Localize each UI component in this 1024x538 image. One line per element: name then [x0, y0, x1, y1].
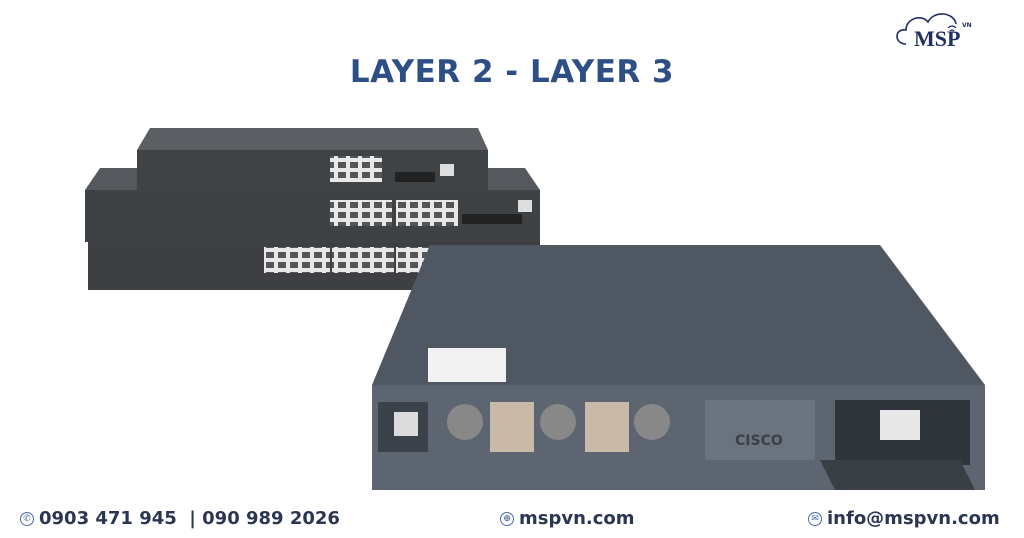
cisco-switch-rear: CISCO	[372, 245, 985, 490]
cloud-icon	[896, 13, 957, 45]
cisco-brand-text: CISCO	[735, 433, 783, 449]
globe-icon: ⊕	[500, 511, 514, 526]
website-contact: ⊕ mspvn.com	[500, 508, 635, 529]
msp-logo: MSP VN	[892, 8, 976, 54]
phone-numbers: 0903 471 945 | 090 989 2026	[39, 508, 340, 529]
website-link[interactable]: mspvn.com	[519, 508, 635, 529]
phone-contact: ✆ 0903 471 945 | 090 989 2026	[20, 508, 340, 529]
email-link[interactable]: info@mspvn.com	[827, 508, 1000, 529]
switch-top	[137, 128, 488, 192]
page-title: LAYER 2 - LAYER 3	[349, 54, 675, 90]
email-contact: ✉ info@mspvn.com	[808, 508, 1000, 529]
phone-icon: ✆	[20, 511, 34, 526]
network-switches-image: CISCO	[85, 128, 985, 490]
mail-icon: ✉	[808, 511, 822, 526]
